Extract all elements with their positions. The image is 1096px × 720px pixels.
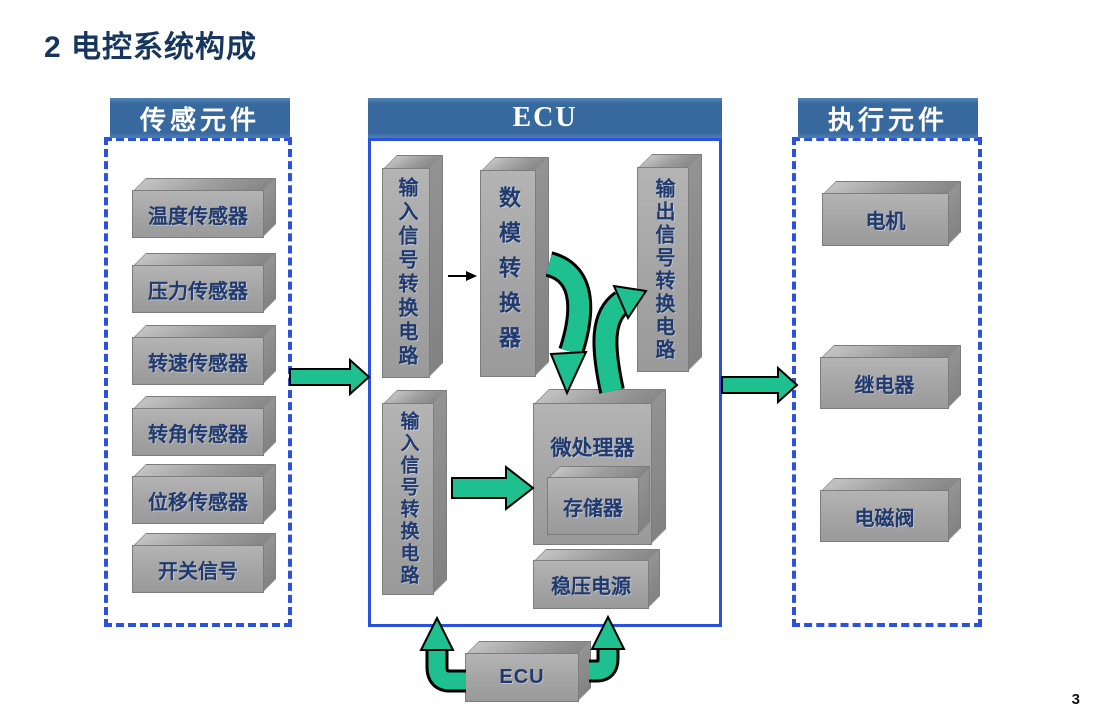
- sensor-label-angle: 转角传感器: [148, 423, 248, 446]
- sensor-box-speed: 转速传感器: [132, 337, 264, 385]
- ecu-box-output-circuit: 输出信号转换电路: [637, 167, 689, 372]
- sensor-box-pressure: 压力传感器: [132, 265, 264, 313]
- actuator-label-solenoid-valve: 电磁阀: [854, 507, 915, 530]
- actuators-panel-header: 执行元件: [798, 98, 978, 138]
- sensor-box-angle: 转角传感器: [132, 408, 264, 456]
- actuator-box-relay: 继电器: [820, 357, 949, 409]
- actuator-label-relay: 继电器: [854, 374, 915, 397]
- flow-arrow-sensors-to-ecu-icon: [289, 357, 371, 397]
- sensor-label-switch-signal: 开关信号: [158, 560, 238, 583]
- ecu-label-input-circuit-top: 输入信号转换电路: [395, 177, 417, 369]
- ecu-box-input-circuit-top: 输入信号转换电路: [382, 168, 430, 378]
- ecu-box-power-supply: 稳压电源: [533, 560, 649, 609]
- ecu-label-output-circuit: 输出信号转换电路: [652, 177, 674, 362]
- sensor-box-displacement: 位移传感器: [132, 476, 264, 524]
- ecu-panel-header: ECU: [368, 98, 722, 138]
- ecu-label-input-circuit-bottom: 输入信号转换电路: [397, 411, 419, 587]
- ecu-label-power-supply: 稳压电源: [551, 576, 631, 598]
- ecu-label-microprocessor: 微处理器: [550, 437, 635, 460]
- ecu-bottom-box-label: ECU: [499, 666, 545, 688]
- sensor-label-pressure: 压力传感器: [148, 280, 248, 303]
- ecu-box-memory: 存储器: [547, 477, 639, 535]
- ecu-bottom-box: ECU: [465, 653, 579, 702]
- actuator-label-motor: 电机: [865, 211, 906, 233]
- ecu-box-da-converter: 数模转换器: [480, 170, 536, 377]
- sensor-label-speed: 转速传感器: [148, 352, 248, 375]
- sensor-box-switch-signal: 开关信号: [132, 545, 264, 593]
- ecu-label-da-converter: 数模转换器: [496, 186, 521, 361]
- page-title: 2 电控系统构成: [44, 31, 258, 64]
- flow-arrow-ecu-to-actuators-icon: [721, 365, 799, 405]
- page-number: 3: [1071, 691, 1080, 708]
- arrow-ecu-box-up-left-icon: [419, 615, 466, 693]
- sensor-box-temperature: 温度传感器: [132, 190, 264, 238]
- sensor-label-displacement: 位移传感器: [148, 491, 248, 514]
- ecu-box-input-circuit-bottom: 输入信号转换电路: [382, 403, 434, 595]
- actuator-box-solenoid-valve: 电磁阀: [820, 490, 949, 542]
- sensor-label-temperature: 温度传感器: [148, 205, 248, 228]
- sensors-panel-header: 传感元件: [110, 98, 290, 138]
- ecu-label-memory: 存储器: [563, 497, 623, 520]
- actuator-box-motor: 电机: [822, 193, 949, 246]
